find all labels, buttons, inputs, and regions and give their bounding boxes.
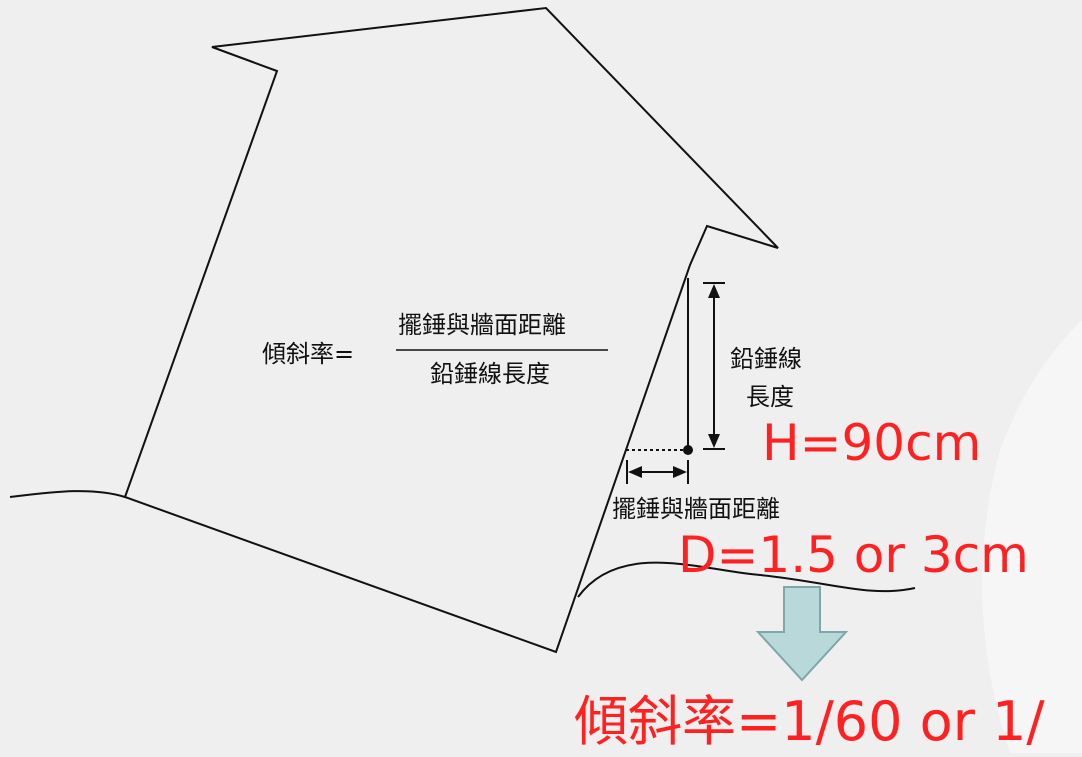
plumb-length-label-line1: 鉛錘線	[730, 345, 802, 373]
length-dimension-arrow	[703, 282, 725, 450]
ground-line-left	[9, 490, 126, 498]
result-formula: 傾斜率=1/60 or 1/	[574, 690, 1045, 753]
background-shape	[982, 320, 1082, 753]
plumb-length-label-line2: 長度	[746, 383, 794, 411]
down-arrow-icon	[755, 586, 849, 682]
distance-value: D=1.5 or 3cm	[678, 526, 1029, 584]
distance-dimension-arrow	[626, 460, 689, 484]
house-outline	[123, 6, 779, 654]
plumb-bob	[683, 445, 693, 455]
ground-line-right	[577, 561, 916, 598]
formula-numerator: 擺錘與牆面距離	[398, 311, 566, 339]
formula-denominator: 鉛錘線長度	[430, 360, 550, 388]
formula-prefix: 傾斜率=	[262, 340, 355, 368]
distance-label: 擺錘與牆面距離	[612, 495, 780, 523]
height-value: H=90cm	[762, 414, 982, 472]
